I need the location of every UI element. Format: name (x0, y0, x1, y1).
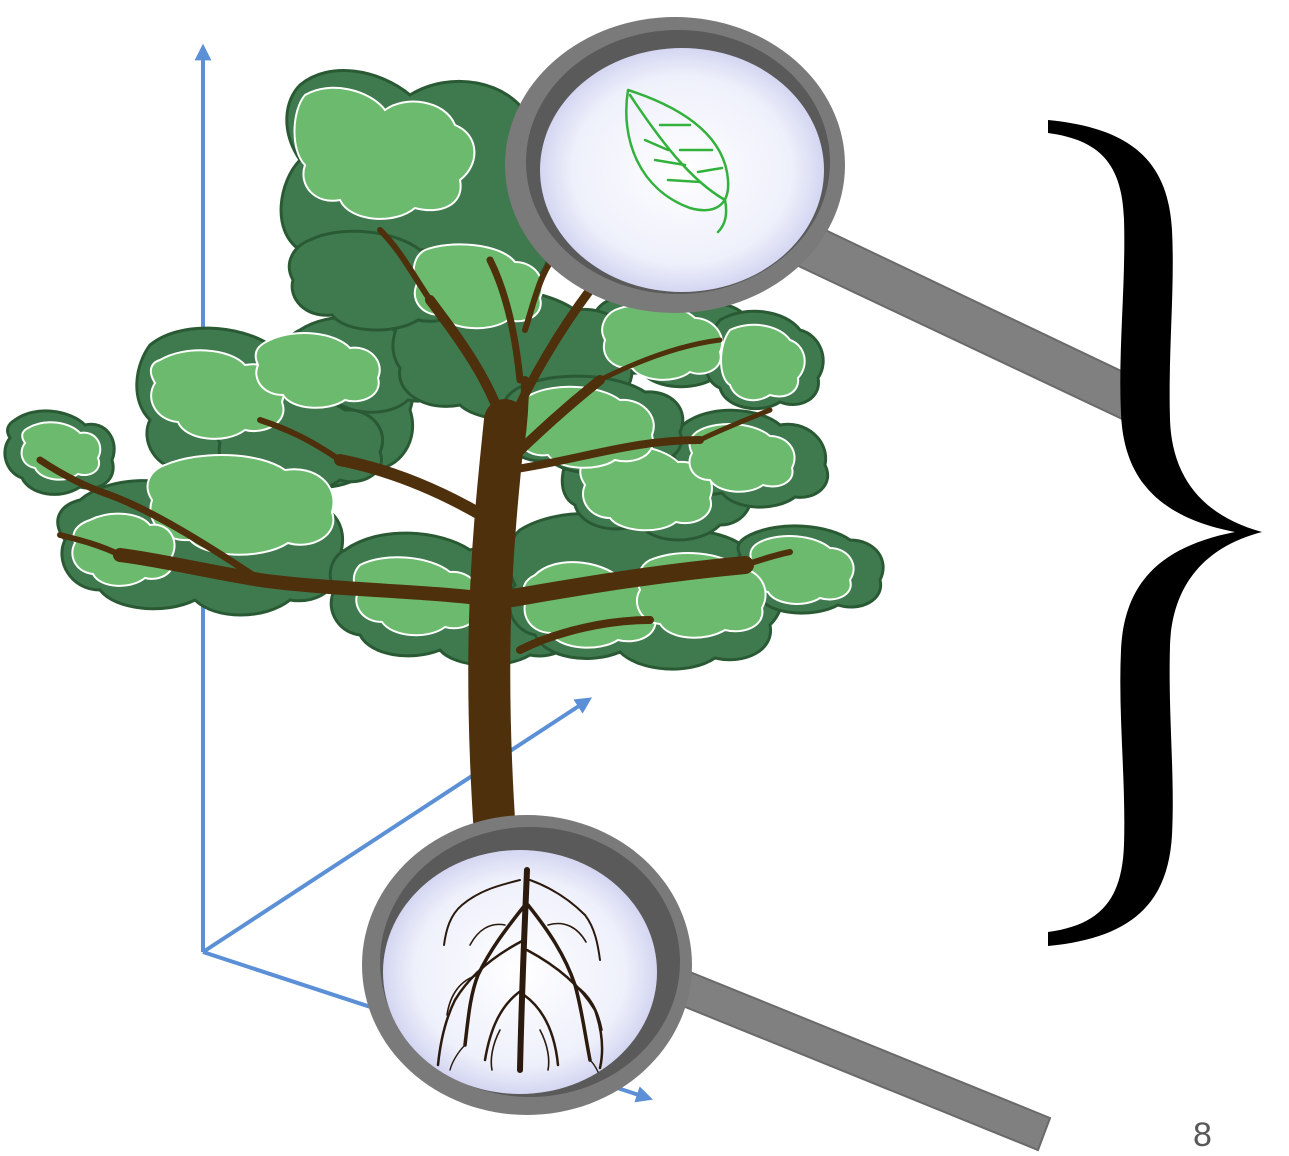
roots-magnifier (362, 815, 1050, 1150)
magnifier-handle (668, 970, 1050, 1150)
curly-brace-icon (1048, 120, 1262, 946)
magnifier-glass (540, 48, 824, 292)
page-number: 8 (1193, 1116, 1212, 1155)
magnifier-handle (790, 218, 1140, 425)
